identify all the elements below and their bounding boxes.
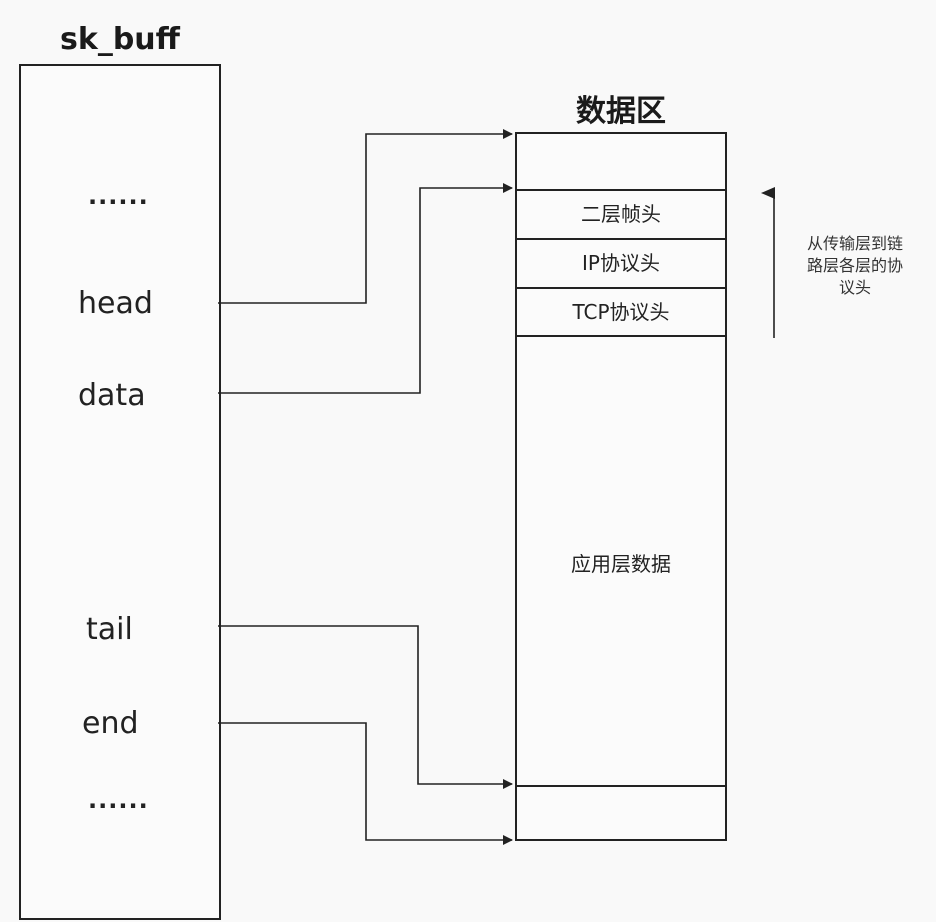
head-pointer-arrow [218,129,513,304]
field-tail: tail [86,612,133,647]
field-ellipsis-bottom: ...... [88,786,149,814]
segment-tailroom [517,785,725,839]
end-pointer-arrow [218,722,513,845]
data-area-title: 数据区 [576,94,666,129]
annotation-line-1: 从传输层到链 [806,234,903,253]
field-ellipsis-top: ...... [88,182,149,210]
field-data: data [78,378,146,413]
sk-buff-box [19,64,221,920]
data-area-box: 二层帧头 IP协议头 TCP协议头 应用层数据 [515,132,727,841]
segment-l2-header: 二层帧头 [517,189,725,238]
annotation-line-2: 路层各层的协 [806,256,903,275]
tail-pointer-arrow [218,625,513,789]
layer-annotation: 从传输层到链 路层各层的协 议头 [790,233,920,299]
segment-app-data: 应用层数据 [517,335,725,785]
field-end: end [82,706,139,741]
segment-ip-header: IP协议头 [517,238,725,287]
sk-buff-title: sk_buff [60,22,180,57]
annotation-line-3: 议头 [838,278,871,297]
field-head: head [78,286,153,321]
segment-tcp-header: TCP协议头 [517,287,725,335]
data-pointer-arrow [218,183,513,394]
